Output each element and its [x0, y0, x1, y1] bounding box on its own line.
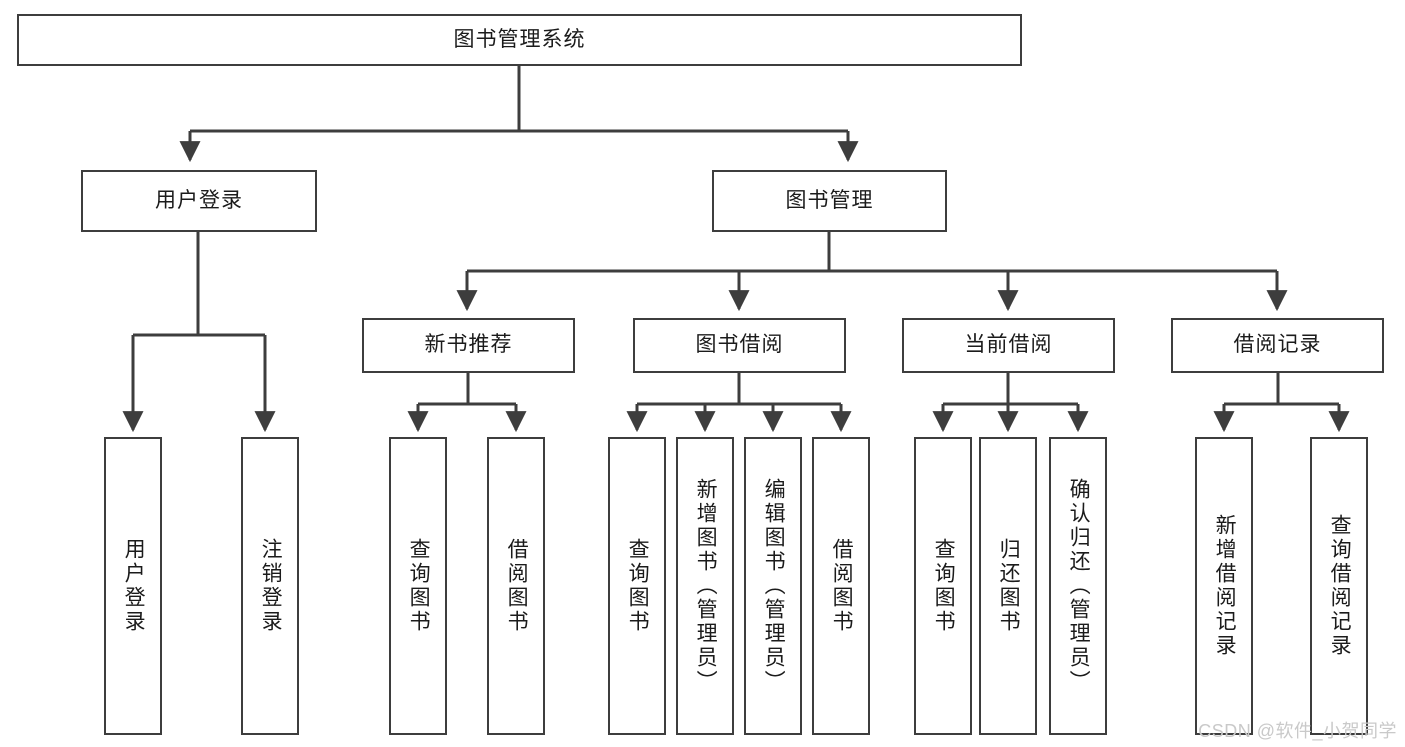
leaf-add-book-label: 新增图书（管理员） — [694, 478, 718, 694]
leaf-logout-login-label: 注销登录 — [259, 538, 283, 634]
leaf-user-login-label: 用户登录 — [122, 538, 146, 634]
leaf-add-record[interactable]: 新增借阅记录 — [1195, 437, 1253, 735]
node-book-borrow[interactable]: 图书借阅 — [633, 318, 846, 373]
leaf-return-book[interactable]: 归还图书 — [979, 437, 1037, 735]
node-current-borrow-label: 当前借阅 — [964, 333, 1053, 357]
leaf-query-book-2-label: 查询图书 — [626, 538, 650, 634]
node-current-borrow[interactable]: 当前借阅 — [902, 318, 1115, 373]
leaf-edit-book-label: 编辑图书（管理员） — [762, 478, 786, 694]
leaf-add-record-label: 新增借阅记录 — [1213, 514, 1237, 658]
leaf-confirm-return[interactable]: 确认归还（管理员） — [1049, 437, 1107, 735]
node-new-book-recommend[interactable]: 新书推荐 — [362, 318, 575, 373]
leaf-user-login[interactable]: 用户登录 — [104, 437, 162, 735]
leaf-query-book-1[interactable]: 查询图书 — [389, 437, 447, 735]
leaf-borrow-book-2[interactable]: 借阅图书 — [812, 437, 870, 735]
node-user-login[interactable]: 用户登录 — [81, 170, 317, 232]
node-book-manage[interactable]: 图书管理 — [712, 170, 947, 232]
node-root-label: 图书管理系统 — [453, 27, 586, 51]
leaf-borrow-book-2-label: 借阅图书 — [830, 538, 854, 634]
node-root[interactable]: 图书管理系统 — [17, 14, 1022, 66]
leaf-add-book[interactable]: 新增图书（管理员） — [676, 437, 734, 735]
leaf-edit-book[interactable]: 编辑图书（管理员） — [744, 437, 802, 735]
leaf-borrow-book-1[interactable]: 借阅图书 — [487, 437, 545, 735]
node-book-borrow-label: 图书借阅 — [695, 333, 784, 357]
leaf-query-book-3[interactable]: 查询图书 — [914, 437, 972, 735]
leaf-query-record[interactable]: 查询借阅记录 — [1310, 437, 1368, 735]
leaf-query-book-1-label: 查询图书 — [407, 538, 431, 634]
node-book-manage-label: 图书管理 — [785, 188, 874, 212]
leaf-logout-login[interactable]: 注销登录 — [241, 437, 299, 735]
leaf-borrow-book-1-label: 借阅图书 — [505, 538, 529, 634]
leaf-return-book-label: 归还图书 — [997, 538, 1021, 634]
node-user-login-label: 用户登录 — [155, 188, 243, 212]
leaf-query-book-3-label: 查询图书 — [932, 538, 956, 634]
node-borrow-record[interactable]: 借阅记录 — [1171, 318, 1384, 373]
node-borrow-record-label: 借阅记录 — [1233, 333, 1322, 357]
leaf-query-book-2[interactable]: 查询图书 — [608, 437, 666, 735]
node-new-book-recommend-label: 新书推荐 — [424, 333, 513, 357]
leaf-confirm-return-label: 确认归还（管理员） — [1067, 478, 1091, 694]
leaf-query-record-label: 查询借阅记录 — [1328, 514, 1352, 658]
